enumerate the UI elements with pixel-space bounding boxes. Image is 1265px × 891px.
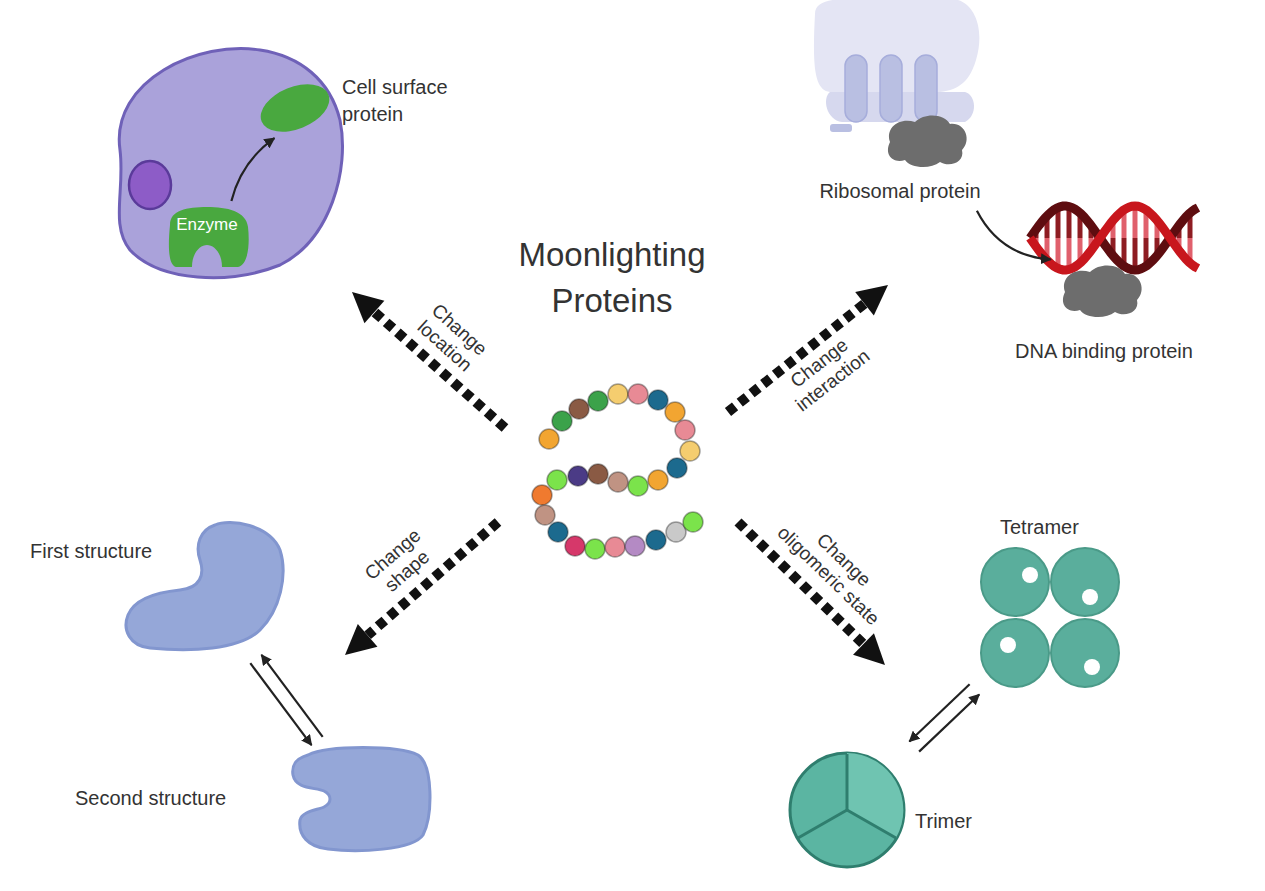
- ribosome: [814, 0, 979, 132]
- connector-arrow: [919, 695, 979, 752]
- first-structure: First structure: [120, 520, 285, 655]
- surface-protein: Cell surface protein: [258, 82, 332, 134]
- node-label: First structure: [30, 538, 152, 565]
- amino-acid-chain: [532, 384, 703, 559]
- dna-helix: [1030, 206, 1198, 270]
- diagram-title: Moonlighting Proteins: [487, 232, 737, 324]
- trimer: Trimer: [783, 750, 912, 870]
- connector-arrow: [250, 663, 311, 745]
- node-label: Cell surface protein: [342, 74, 492, 128]
- connector-arrow: [977, 211, 1051, 260]
- arrow-label: Change shape: [358, 522, 443, 604]
- node-label: DNA binding protein: [1015, 338, 1193, 365]
- node-label: Ribosomal protein: [795, 178, 1005, 205]
- enzyme-shape: Enzyme: [162, 205, 252, 268]
- arrow-label: Change oligomeric state: [770, 504, 901, 633]
- tetramer: Tetramer: [978, 545, 1122, 690]
- dna-binding-protein: DNA binding protein: [1055, 262, 1145, 322]
- node-label: Enzyme: [162, 214, 252, 237]
- second-structure: Second structure: [288, 745, 432, 852]
- node-label: Second structure: [75, 785, 226, 812]
- dashed-arrows: [345, 285, 888, 665]
- node-label: Trimer: [915, 808, 972, 835]
- arrow-label: Change location: [406, 294, 498, 383]
- node-label: Tetramer: [1000, 514, 1079, 541]
- connector-arrow: [231, 138, 274, 201]
- connector-arrow: [262, 655, 323, 737]
- cell: [119, 48, 342, 277]
- ribosomal-protein: Ribosomal protein: [795, 112, 1005, 208]
